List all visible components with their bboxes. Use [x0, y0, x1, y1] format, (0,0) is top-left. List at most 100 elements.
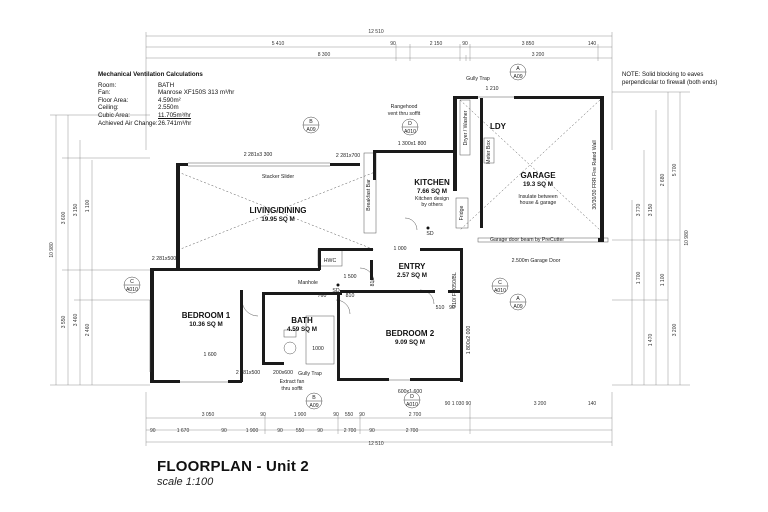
vent-row-fan: Fan:Manrose XF150S 313 m³/hr [98, 89, 235, 97]
dim-entry-w: 810 [370, 278, 376, 287]
label-fridge: Fridge [459, 206, 465, 221]
tag-b-bottom: B A09 [305, 392, 323, 410]
dim-door-960: 910/ F/2050/BL [452, 272, 458, 308]
windows [149, 96, 514, 383]
dim-bot2-i: 90 [369, 428, 375, 434]
floorplan-scale: scale 1:100 [157, 476, 214, 488]
label-door-beam: Garage door beam by PreCutter [490, 237, 564, 243]
dim-left-total: 10 980 [49, 242, 55, 258]
tag-d-bottom: D A010 [403, 391, 421, 409]
dim-kitchen-window: 1 300x1 800 [398, 141, 427, 147]
room-bedroom2-name: BEDROOM 2 [386, 329, 435, 338]
firewall-note: NOTE: Solid blocking to eaves perpendicu… [622, 72, 718, 86]
dim-bot2-f: 550 [296, 428, 305, 434]
floorplan-title: FLOORPLAN - Unit 2 [157, 458, 309, 475]
label-kitchen-design-1: Kitchen design [415, 196, 449, 202]
label-rangehood-2: vent thru soffit [388, 111, 421, 117]
label-gully-trap-bottom: Gully Trap [298, 371, 322, 377]
tag-b-top: B A09 [302, 116, 320, 134]
dim-bot-mid3: 90 [449, 305, 455, 311]
label-gully-trap-top: Gully Trap [466, 76, 490, 82]
svg-text:B: B [312, 395, 316, 401]
ventilation-heading: Mechanical Ventilation Calculations [98, 71, 203, 78]
room-kitchen-area: 7.66 SQ M [417, 188, 447, 195]
label-firewall: 30/30/30 FRR Fire Rated Wall [592, 140, 598, 209]
dim-top-e: 3 850 [522, 41, 535, 47]
label-breakfast-bar: Breakfast Bar [366, 179, 372, 211]
room-entry-area: 2.57 SQ M [397, 272, 427, 279]
dim-bot2-b: 1 670 [177, 428, 190, 434]
dim-bed-window: 2 281x500 [152, 256, 176, 262]
svg-text:A09: A09 [306, 127, 315, 133]
dim-bot-mid4: 90 1 030 90 [445, 401, 472, 407]
dim-right-f: 1 470 [648, 334, 654, 347]
room-labels: LIVING/DINING 19.95 SQ M KITCHEN 7.66 SQ… [182, 122, 556, 346]
dim-bot2-j: 2 700 [406, 428, 419, 434]
dim-right-b: 2 680 [660, 174, 666, 187]
svg-text:C: C [498, 280, 502, 286]
dim-bot2-a: 90 [150, 428, 156, 434]
room-living-area: 19.95 SQ M [261, 216, 295, 223]
dim-bot2-c: 90 [221, 428, 227, 434]
label-extract-2: thru soffit [281, 386, 303, 392]
dim-top-a: 5 410 [272, 41, 285, 47]
vent-row-air-change: Achieved Air Change:26.741m³/hr [98, 119, 192, 127]
bottom-dimensions: 3 050 90 1 900 90 550 90 2 700 3 200 140… [145, 392, 613, 447]
svg-text:A010: A010 [494, 288, 506, 294]
label-insulate-1: Insulate between [518, 194, 557, 200]
dim-entry-d: 1 500 [344, 274, 357, 280]
room-bedroom1-name: BEDROOM 1 [182, 311, 231, 320]
dim-door-window: 2 281x700 [336, 153, 360, 159]
room-garage-area: 19.3 SQ M [523, 181, 553, 188]
svg-text:A010: A010 [404, 129, 416, 135]
dim-bot-a: 3 050 [202, 412, 215, 418]
dim-top-d: 90 [462, 41, 468, 47]
dim-bot-h: 140 [588, 401, 597, 407]
room-bath-area: 4.59 SQ M [287, 326, 317, 333]
svg-text:D: D [410, 394, 414, 400]
dim-top-f: 140 [588, 41, 597, 47]
dim-bot2-h: 2 700 [344, 428, 357, 434]
label-smoke-detector-2: SD [332, 288, 339, 294]
room-bath-name: BATH [291, 316, 313, 325]
dim-left-b: 3 150 [73, 204, 79, 217]
label-smoke-detector-1: SD [426, 231, 433, 237]
vent-row-room: Room:BATH [98, 81, 175, 89]
left-dimensions: 10 980 3 600 3 150 3 550 3 460 2 460 1 1… [49, 114, 150, 386]
dim-top-total: 12 510 [368, 29, 384, 35]
tag-d-top: D A010 [401, 118, 419, 136]
dim-bot-f: 90 [359, 412, 365, 418]
label-garage-door: 2.500m Garage Door [512, 258, 561, 264]
dim-bot-g: 3 200 [534, 401, 547, 407]
interior-guides [177, 99, 609, 365]
svg-text:B: B [309, 119, 313, 125]
dim-left-e: 2 460 [85, 324, 91, 337]
section-tags: A A09 B A09 D A010 C A010 C A010 A A09 [123, 63, 527, 410]
dim-sd-d: 1 000 [394, 246, 407, 252]
svg-text:D: D [408, 121, 412, 127]
room-kitchen-name: KITCHEN [414, 178, 450, 187]
dim-bot-total: 12 510 [368, 441, 384, 447]
dim-gully: 1 210 [486, 86, 499, 92]
label-hwc: HWC [324, 258, 337, 264]
dim-right-e: 3 200 [672, 324, 678, 337]
room-laundry-name: LDY [490, 122, 507, 131]
label-kitchen-design-2: by others [421, 202, 443, 208]
svg-text:C: C [130, 279, 134, 285]
vent-row-cubic-area: Cubic Area:11.705m³/hr [98, 111, 191, 119]
label-meter-box: Meter Box [486, 140, 492, 164]
dim-bot2-d: 1 900 [246, 428, 259, 434]
tag-a-right: A A09 [509, 293, 527, 311]
dim-right-c: 3 150 [648, 204, 654, 217]
dim-bot-mid2: 510 [436, 305, 445, 311]
dim-bot-mid: 2 700 [409, 412, 422, 418]
room-living-name: LIVING/DINING [250, 206, 307, 215]
annotations: Stacker Slider Kitchen design by others … [262, 76, 598, 392]
dim-left-a: 3 600 [61, 212, 67, 225]
dim-bath-window: 2 281x500 [236, 370, 260, 376]
dim-top-b: 90 [390, 41, 396, 47]
dim-left-f: 1 100 [85, 200, 91, 213]
label-extract-1: Extract fan [280, 379, 305, 385]
top-dimensions: 12 510 5 410 90 2 150 90 3 850 140 8 300… [145, 29, 613, 150]
label-dryer-washer: Dryer / Washer [463, 110, 469, 145]
